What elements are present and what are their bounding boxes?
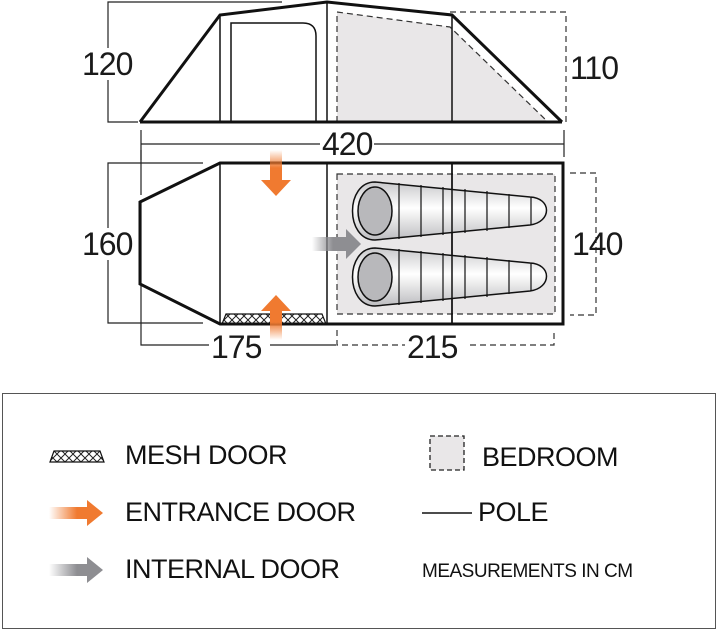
entrance-door-arrow-icon [261, 150, 291, 196]
legend-internal-door-label: INTERNAL DOOR [125, 554, 340, 584]
legend-pole-label: POLE [478, 497, 549, 527]
floor-width-left-label: 160 [80, 226, 135, 262]
legend-entrance-door: ENTRANCE DOOR [49, 497, 356, 528]
legend: MESH DOOR ENTRANCE DOOR [2, 393, 716, 629]
legend-mesh-door-label: MESH DOOR [125, 440, 288, 470]
tent-diagram: 120 110 420 160 140 175 215 [80, 0, 623, 365]
internal-arrow-icon [49, 556, 103, 583]
bedroom-length-label: 215 [405, 329, 460, 365]
internal-door-arrow-icon [312, 229, 361, 259]
pole-line-icon [422, 511, 472, 514]
measurements-note: MEASUREMENTS IN CM [422, 561, 633, 582]
legend-note: MEASUREMENTS IN CM [422, 561, 633, 583]
porch-length-label: 175 [209, 329, 264, 365]
mesh-door-icon [49, 449, 105, 463]
total-length-label: 420 [320, 126, 375, 162]
sleeping-bag-icon [351, 181, 548, 241]
entrance-arrow-icon [49, 499, 103, 526]
legend-pole: POLE [422, 497, 549, 528]
legend-bedroom-label: BEDROOM [482, 442, 619, 472]
entrance-door-arrow-icon [261, 295, 291, 340]
floor-plan [107, 150, 597, 346]
legend-entrance-door-label: ENTRANCE DOOR [125, 497, 356, 527]
tent-drawing [107, 0, 597, 346]
side-height-left-label: 120 [80, 46, 135, 82]
legend-internal-door: INTERNAL DOOR [49, 554, 340, 585]
floor-width-right-label: 140 [572, 226, 623, 262]
sleeping-bag-icon [351, 247, 548, 307]
side-view [107, 0, 567, 160]
side-height-right-label: 110 [570, 50, 619, 86]
legend-bedroom: BEDROOM [428, 432, 619, 473]
bedroom-icon [429, 434, 465, 471]
legend-mesh-door: MESH DOOR [49, 440, 288, 471]
